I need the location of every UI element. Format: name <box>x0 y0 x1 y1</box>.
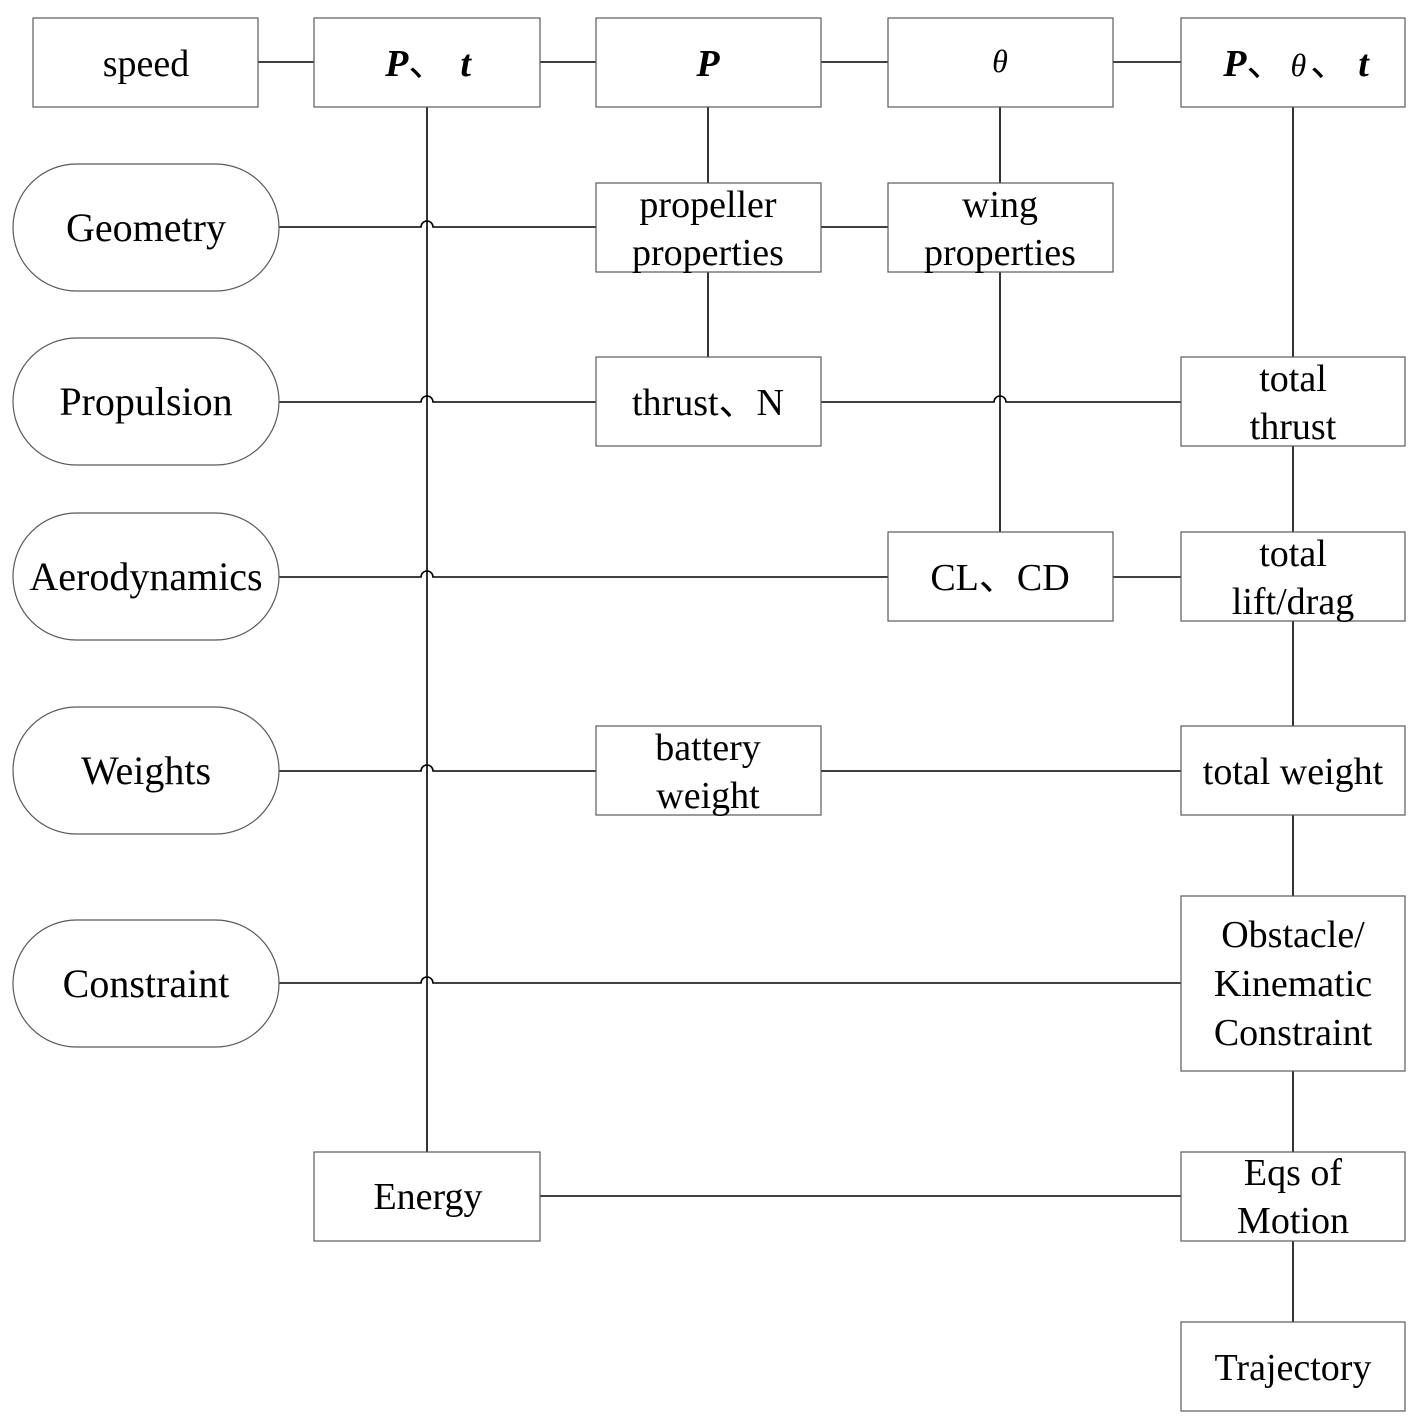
node-cl-cd: CL、CD <box>887 531 1114 622</box>
header-speed-label: speed <box>103 43 190 85</box>
node-eqs-of-motion-line1: Eqs of <box>1244 1152 1343 1194</box>
node-obstacle-constraint-line2: Kinematic <box>1214 963 1372 1005</box>
link-aero-clcd <box>279 570 888 578</box>
node-trajectory-label: Trajectory <box>1215 1347 1372 1389</box>
header-pt-label: P、 t <box>384 43 472 85</box>
header-ptt-sep2: 、 <box>1310 43 1348 85</box>
discipline-aerodynamics: Aerodynamics <box>12 512 280 641</box>
header-ptt-box: P、θ、t <box>1180 17 1406 108</box>
node-propeller-properties: propeller properties <box>595 182 822 274</box>
header-pt-sep: 、 <box>408 43 446 85</box>
header-speed-box: speed <box>32 17 259 108</box>
connectors <box>258 61 1294 1322</box>
node-thrust-n-label: thrust、N <box>632 382 784 424</box>
node-wing-properties-line1: wing <box>962 184 1038 226</box>
link-geometry-propeller <box>279 220 596 228</box>
node-battery-weight-line2: weight <box>656 775 760 817</box>
header-pt-t: t <box>460 43 472 85</box>
header-p-box: P <box>595 17 822 108</box>
node-battery-weight: battery weight <box>595 725 822 817</box>
header-ptt-p: P <box>1222 43 1247 85</box>
link-weights-battery <box>279 764 596 772</box>
header-ptt-theta: θ <box>1290 47 1306 83</box>
discipline-aerodynamics-label: Aerodynamics <box>29 554 262 599</box>
node-obstacle-constraint-line1: Obstacle/ <box>1221 914 1365 956</box>
node-propeller-properties-line2: properties <box>632 232 784 274</box>
node-obstacle-constraint-line3: Constraint <box>1214 1012 1373 1054</box>
node-energy-label: Energy <box>373 1176 482 1218</box>
header-p-label: P <box>695 43 720 85</box>
node-obstacle-constraint: Obstacle/ Kinematic Constraint <box>1180 895 1406 1072</box>
link-constraint-obstacle <box>279 976 1181 984</box>
header-pt-box: P、 t <box>313 17 541 108</box>
node-total-thrust: total thrust <box>1180 356 1406 448</box>
node-trajectory: Trajectory <box>1180 1321 1406 1412</box>
node-total-lift-drag-line1: total <box>1259 533 1327 575</box>
discipline-weights: Weights <box>12 706 280 835</box>
header-theta-box: θ <box>887 17 1114 108</box>
discipline-geometry: Geometry <box>12 163 280 292</box>
header-ptt-t: t <box>1358 43 1370 85</box>
node-total-weight-label: total weight <box>1203 751 1384 793</box>
discipline-constraint: Constraint <box>12 919 280 1048</box>
node-wing-properties: wing properties <box>887 182 1114 274</box>
node-thrust-n: thrust、N <box>595 356 822 447</box>
node-energy: Energy <box>313 1151 541 1242</box>
node-wing-properties-line2: properties <box>924 232 1076 274</box>
discipline-propulsion-label: Propulsion <box>59 379 232 424</box>
node-battery-weight-line1: battery <box>655 727 761 769</box>
node-total-weight: total weight <box>1180 725 1406 816</box>
node-eqs-of-motion: Eqs of Motion <box>1180 1151 1406 1242</box>
discipline-geometry-label: Geometry <box>66 205 226 250</box>
discipline-constraint-label: Constraint <box>63 961 230 1006</box>
node-propeller-properties-line1: propeller <box>639 184 777 226</box>
header-pt-p: P <box>384 43 409 85</box>
link-propulsion-thrust <box>279 395 596 403</box>
node-cl-cd-label: CL、CD <box>930 557 1069 599</box>
node-total-lift-drag: total lift/drag <box>1180 531 1406 623</box>
node-total-thrust-line2: thrust <box>1250 406 1337 448</box>
node-total-lift-drag-line2: lift/drag <box>1232 581 1354 623</box>
header-ptt-sep1: 、 <box>1246 43 1284 85</box>
discipline-weights-label: Weights <box>81 748 211 793</box>
link-thrust-totalthrust <box>821 395 1181 403</box>
node-eqs-of-motion-line2: Motion <box>1237 1200 1349 1242</box>
header-ptt-label: P、θ、t <box>1222 43 1370 85</box>
header-theta-label: θ <box>992 43 1008 79</box>
node-total-thrust-line1: total <box>1259 358 1327 400</box>
discipline-propulsion: Propulsion <box>12 337 280 466</box>
